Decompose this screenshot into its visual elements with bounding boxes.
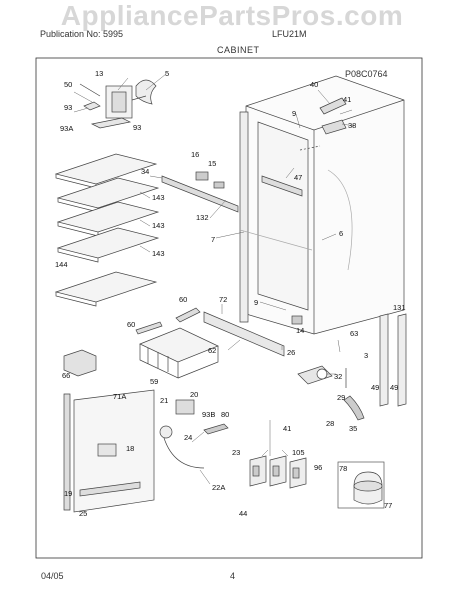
callout-143-c: 143 — [152, 249, 165, 258]
callout-18: 18 — [126, 444, 135, 453]
callout-21: 21 — [160, 396, 169, 405]
fan-motor-assembly — [79, 79, 157, 129]
callout-49-b: 49 — [390, 383, 399, 392]
callout-32: 32 — [334, 372, 343, 381]
footer-date: 04/05 — [41, 571, 64, 581]
callout-20: 20 — [190, 390, 199, 399]
callout-34: 34 — [141, 167, 150, 176]
callout-77: 77 — [384, 501, 393, 510]
callout-78: 78 — [339, 464, 348, 473]
callout-131: 131 — [393, 303, 406, 312]
callout-72: 72 — [219, 295, 228, 304]
callout-28: 28 — [326, 419, 335, 428]
wire-shelves — [54, 153, 160, 307]
callout-38: 38 — [348, 121, 357, 130]
light-socket — [159, 425, 173, 439]
bottom-hinge — [297, 365, 365, 421]
watermark: AppliancePartsPros.com — [60, 0, 404, 31]
diagram-code: P08C0764 — [345, 69, 388, 79]
light-housing — [175, 399, 195, 415]
callout-50: 50 — [64, 80, 73, 89]
callout-144: 144 — [55, 260, 68, 269]
cabinet-body — [239, 75, 405, 335]
callout-9-top: 9 — [292, 109, 297, 118]
callout-96: 96 — [314, 463, 323, 472]
callout-9-mid: 9 — [254, 298, 259, 307]
shelf-rail — [161, 175, 239, 213]
footer-page-number: 4 — [230, 571, 236, 581]
callout-143-b: 143 — [152, 221, 165, 230]
callout-132: 132 — [196, 213, 209, 222]
callout-41: 41 — [343, 95, 352, 104]
callout-29: 29 — [337, 393, 346, 402]
leader-lines — [73, 73, 355, 485]
callout-26: 26 — [287, 348, 296, 357]
callout-7: 7 — [211, 235, 216, 244]
callout-62: 62 — [208, 346, 217, 355]
callout-60-lower: 60 — [127, 320, 136, 329]
callout-3: 3 — [364, 351, 369, 360]
callout-35: 35 — [349, 424, 358, 433]
callout-5: 5 — [165, 69, 170, 78]
callout-93: 93 — [64, 103, 73, 112]
callout-41-lower: 41 — [283, 424, 292, 433]
switch-box — [63, 349, 97, 377]
leveling-leg-kit — [337, 461, 385, 509]
callout-105: 105 — [292, 448, 305, 457]
publication-number: Publication No: 5995 — [40, 29, 124, 39]
shelf-standard-rail — [379, 313, 389, 407]
top-hinge — [319, 97, 347, 115]
callout-44: 44 — [239, 509, 248, 518]
callout-80: 80 — [221, 410, 230, 419]
diagram-title: CABINET — [217, 45, 260, 55]
diagram-frame — [35, 57, 423, 559]
wire-basket — [139, 327, 219, 379]
callout-60-upper: 60 — [179, 295, 188, 304]
mullion-parts — [249, 455, 307, 489]
callout-24: 24 — [184, 433, 193, 442]
callout-49-a: 49 — [371, 383, 380, 392]
callout-13: 13 — [95, 69, 104, 78]
callout-25: 25 — [79, 509, 88, 518]
callout-16: 16 — [191, 150, 200, 159]
model-number: LFU21M — [272, 29, 307, 39]
callout-93-upper: 93 — [133, 123, 142, 132]
callout-93a: 93A — [60, 124, 74, 133]
callout-19: 19 — [64, 489, 73, 498]
callout-6: 6 — [339, 229, 344, 238]
callout-22a: 22A — [212, 483, 226, 492]
callout-15: 15 — [208, 159, 217, 168]
callout-14: 14 — [296, 326, 305, 335]
callout-93b: 93B — [202, 410, 216, 419]
callout-47: 47 — [294, 173, 303, 182]
kickplate — [203, 311, 285, 357]
callout-59: 59 — [150, 377, 159, 386]
callout-71a: 71A — [113, 392, 127, 401]
callout-40: 40 — [310, 80, 319, 89]
callout-66: 66 — [62, 371, 71, 380]
callout-63: 63 — [350, 329, 359, 338]
callout-143-a: 143 — [152, 193, 165, 202]
callout-23: 23 — [232, 448, 241, 457]
inner-door-panel — [63, 389, 155, 513]
